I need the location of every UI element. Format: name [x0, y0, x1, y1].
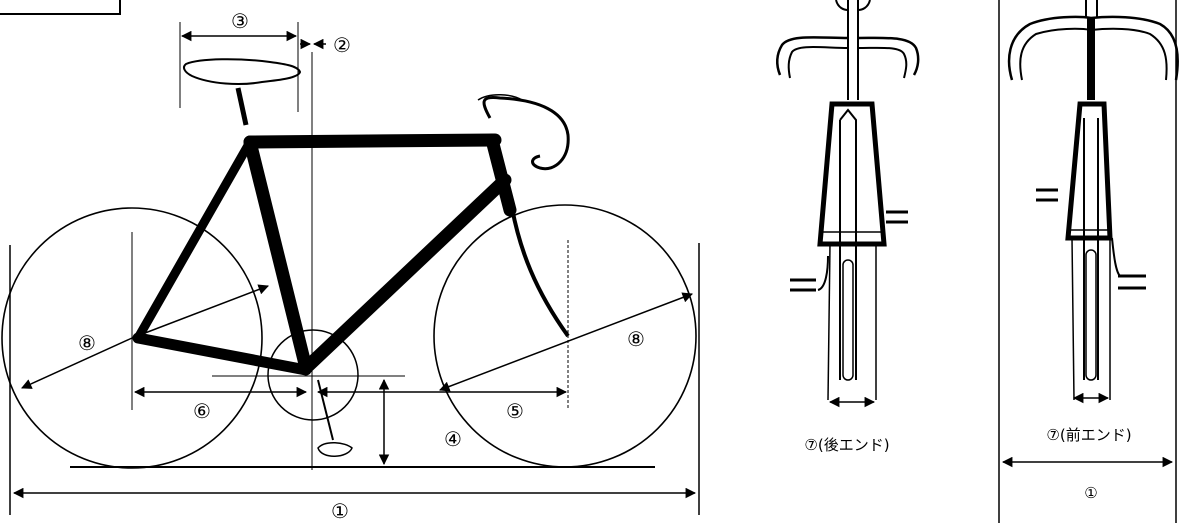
label-chainstay: ⑥ [193, 399, 211, 423]
seat-post [235, 87, 249, 126]
label-rear-end: ⑦(後エンド) [804, 436, 889, 454]
seat-tube [243, 135, 313, 375]
head-tube [485, 133, 517, 217]
handlebar [482, 96, 570, 171]
label-overall-length: ① [331, 499, 349, 523]
rear-wheel [1, 207, 263, 469]
chainring [267, 329, 359, 421]
crank-arm [317, 379, 334, 441]
saddle [183, 58, 302, 85]
down-tube [299, 173, 512, 375]
dim-front-wheel-diameter [439, 292, 693, 392]
rear-end-view [776, 0, 920, 408]
side-view: ① ② ③ ④ ⑤ ⑥ ⑧ ⑧ [1, 9, 700, 523]
dim-rear-wheel-radius-out [21, 337, 133, 389]
label-front-wheel-diameter: ⑧ [627, 327, 645, 351]
dim-rear-wheel-radius-in [131, 284, 269, 339]
top-tube [243, 133, 502, 149]
chain-stay [132, 332, 312, 376]
label-front-view-width: ① [1084, 484, 1097, 502]
front-end-view [998, 0, 1179, 523]
label-rear-wheel-radius: ⑧ [78, 331, 96, 355]
seat-stay [133, 137, 255, 343]
label-front-center: ⑤ [506, 399, 524, 423]
rear-view-head-tube [817, 101, 887, 247]
rear-view-handlebar-right [857, 36, 920, 76]
front-view-head-tube [1065, 101, 1113, 241]
label-saddle-length: ③ [231, 9, 249, 33]
label-box [0, 0, 121, 15]
label-saddle-setback: ② [333, 33, 351, 57]
rear-view-handlebar-left [776, 36, 849, 76]
front-view-handlebar [1007, 15, 1179, 81]
label-front-end: ⑦(前エンド) [1046, 426, 1131, 444]
front-wheel [433, 204, 697, 468]
front-fork [510, 207, 570, 338]
label-bb-height: ④ [444, 427, 462, 451]
pedal [317, 442, 353, 457]
frame [132, 133, 517, 376]
